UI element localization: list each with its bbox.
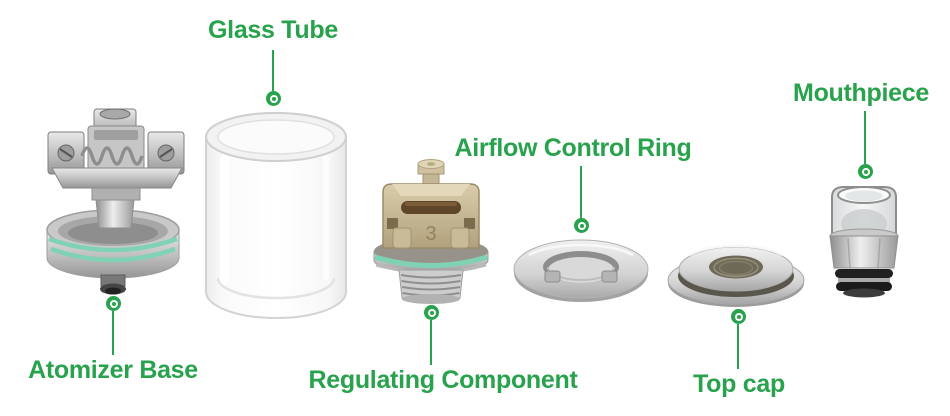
regulating-component-number: 3 bbox=[425, 223, 436, 245]
airflow-control-ring-marker-icon bbox=[574, 218, 589, 233]
airflow-control-ring-label: Airflow Control Ring bbox=[454, 134, 692, 162]
atomizer-base-leader-line bbox=[112, 311, 114, 355]
glass-tube-marker-icon bbox=[266, 91, 281, 106]
atomizer-base-photo bbox=[38, 108, 196, 304]
top-cap-illustration bbox=[667, 244, 805, 307]
glass-tube-label: Glass Tube bbox=[208, 16, 338, 44]
regulating-component-marker-icon bbox=[424, 305, 439, 320]
tan-body: 3 bbox=[382, 159, 480, 249]
top-cap-leader-line bbox=[737, 324, 739, 369]
top-cap-marker-icon bbox=[731, 309, 746, 324]
build-deck bbox=[47, 108, 185, 201]
top-cap-label: Top cap bbox=[693, 370, 785, 398]
regulating-component-leader-line bbox=[430, 320, 432, 365]
mouthpiece-marker-icon bbox=[858, 164, 873, 179]
airflow-control-ring-illustration bbox=[513, 239, 649, 302]
oring bbox=[835, 269, 893, 278]
regulating-component-illustration: 3 bbox=[373, 159, 489, 304]
glass-tube-photo bbox=[203, 110, 349, 322]
base-cup bbox=[46, 199, 180, 295]
mouthpiece-photo bbox=[824, 184, 904, 302]
atomizer-base-marker-icon bbox=[106, 296, 121, 311]
glass-tube-illustration bbox=[205, 112, 347, 319]
oring bbox=[50, 246, 176, 263]
coil-spring bbox=[80, 146, 144, 166]
mouthpiece-leader-line bbox=[864, 111, 866, 164]
airflow-control-ring-photo bbox=[511, 237, 651, 307]
airflow-control-ring-leader-line bbox=[580, 166, 582, 218]
regulating-component-photo: 3 bbox=[365, 156, 497, 312]
atomizer-base-illustration bbox=[46, 108, 185, 295]
glass-tube-leader-line bbox=[272, 50, 274, 91]
regulating-component-label: Regulating Component bbox=[308, 366, 578, 394]
oring bbox=[48, 236, 178, 253]
top-cap-photo bbox=[665, 229, 807, 309]
atomizer-base-label: Atomizer Base bbox=[28, 356, 198, 384]
mouthpiece-label: Mouthpiece bbox=[793, 79, 929, 107]
oring bbox=[836, 282, 892, 291]
oring bbox=[374, 254, 488, 268]
mouthpiece-illustration bbox=[829, 186, 899, 298]
